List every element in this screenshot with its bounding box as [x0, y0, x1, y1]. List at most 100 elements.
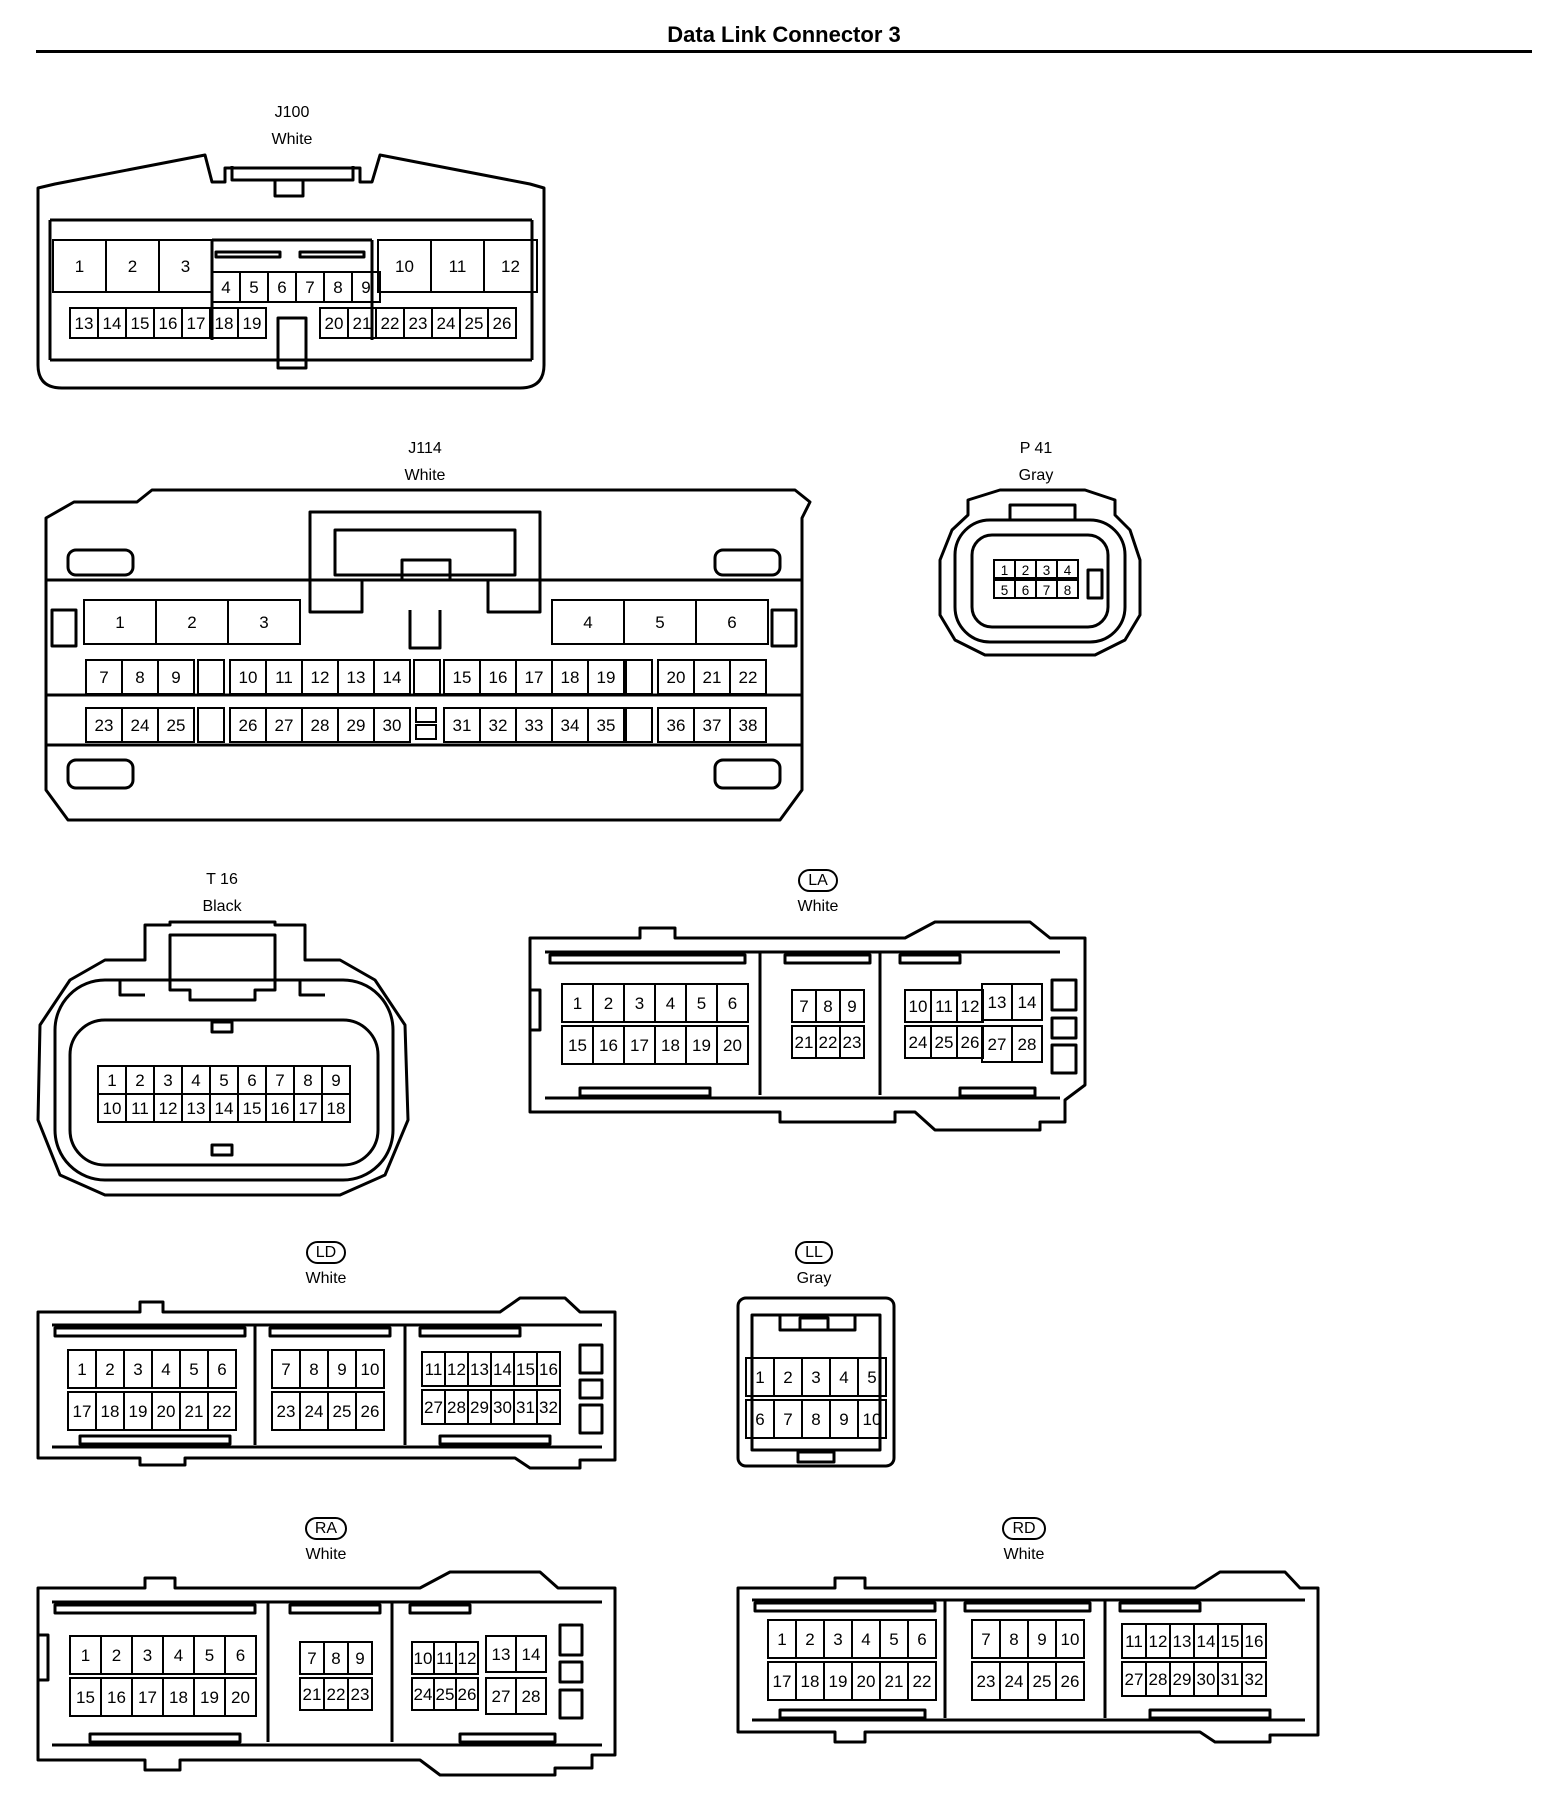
ll-pin-label: 2 [783, 1368, 792, 1387]
p41-pin-label: 2 [1022, 563, 1030, 578]
rd-pin-label: 25 [1033, 1672, 1052, 1691]
ll-pin-label: 10 [863, 1410, 882, 1429]
ra-pin-label: 14 [522, 1645, 541, 1664]
p41-cavity [1056, 559, 1079, 579]
connector-j100-color: White [271, 131, 313, 148]
ra-pin-label: 4 [174, 1646, 183, 1665]
ld-pin-label: 16 [539, 1360, 558, 1379]
rd-pin-label: 12 [1149, 1632, 1168, 1651]
ra-pin-label: 2 [112, 1646, 121, 1665]
ld-pin-label: 10 [361, 1360, 380, 1379]
j114-cavity [587, 659, 625, 695]
j114-pin-label: 31 [453, 716, 472, 735]
ld-cavity [355, 1349, 385, 1389]
t16-pin-label: 7 [275, 1071, 284, 1090]
ld-pin-label: 8 [309, 1360, 318, 1379]
ra-pin-label: 12 [458, 1649, 477, 1668]
ld-pin-label: 4 [161, 1360, 170, 1379]
t16-pin-label: 10 [103, 1099, 122, 1118]
j114-cavity [695, 599, 769, 645]
j114-pin-label: 37 [703, 716, 722, 735]
j100-pin-label: 6 [277, 278, 286, 297]
la-pin-label: 24 [909, 1033, 928, 1052]
rd-pin-label: 28 [1149, 1670, 1168, 1689]
t16-pin-label: 16 [271, 1099, 290, 1118]
ra-pin-label: 25 [436, 1685, 455, 1704]
rd-cavity [907, 1619, 937, 1659]
j100-pin-label: 19 [243, 314, 262, 333]
rd-pin-label: 26 [1061, 1672, 1080, 1691]
rd-pin-label: 3 [833, 1630, 842, 1649]
j114-cavity [625, 707, 653, 743]
rd-pin-label: 16 [1245, 1632, 1264, 1651]
p41-cavity [1056, 579, 1079, 599]
ra-pin-label: 15 [76, 1688, 95, 1707]
j114-cavity [415, 724, 437, 740]
ll-pin-label: 6 [755, 1410, 764, 1429]
la-pin-label: 25 [935, 1033, 954, 1052]
ra-pin-label: 21 [303, 1685, 322, 1704]
j100-pin-label: 20 [325, 314, 344, 333]
j100-pin-label: 8 [333, 278, 342, 297]
j114-pin-label: 6 [727, 613, 736, 632]
connector-p41-name: P 41 [1019, 440, 1053, 457]
connector-t16-color: Black [202, 898, 242, 915]
la-pin-label: 13 [988, 993, 1007, 1012]
connector-la-color: White [797, 898, 839, 915]
ra-cavity [224, 1635, 257, 1675]
t16-pin-label: 13 [187, 1099, 206, 1118]
p41-pin-label: 6 [1022, 583, 1030, 598]
ld-pin-label: 9 [337, 1360, 346, 1379]
rd-pin-label: 15 [1221, 1632, 1240, 1651]
rd-pin-label: 21 [885, 1672, 904, 1691]
j114-pin-label: 12 [311, 668, 330, 687]
rd-cavity [907, 1661, 937, 1701]
j100-pin-label: 18 [215, 314, 234, 333]
connector-j114-name: J114 [408, 440, 442, 457]
p41-pin-label: 8 [1064, 583, 1072, 598]
rd-pin-label: 24 [1005, 1672, 1024, 1691]
la-pin-label: 28 [1018, 1035, 1037, 1054]
j114-cavity [373, 659, 411, 695]
j114-cavity [197, 659, 225, 695]
ll-pin-label: 3 [811, 1368, 820, 1387]
ra-pin-label: 22 [327, 1685, 346, 1704]
j114-pin-label: 7 [99, 668, 108, 687]
j114-pin-label: 35 [597, 716, 616, 735]
j114-cavity [197, 707, 225, 743]
la-pin-label: 11 [935, 997, 953, 1016]
rd-pin-label: 30 [1197, 1670, 1216, 1689]
j114-pin-label: 29 [347, 716, 366, 735]
la-cavity [716, 983, 749, 1023]
ll-pin-label: 7 [783, 1410, 792, 1429]
rd-pin-label: 6 [917, 1630, 926, 1649]
ra-pin-label: 13 [492, 1645, 511, 1664]
j114-pin-label: 36 [667, 716, 686, 735]
t16-pin-label: 15 [243, 1099, 262, 1118]
ll-pin-label: 8 [811, 1410, 820, 1429]
ld-pin-label: 5 [189, 1360, 198, 1379]
connector-ld-name: LD [226, 1241, 426, 1264]
j114-pin-label: 32 [489, 716, 508, 735]
j114-pin-label: 19 [597, 668, 616, 687]
j100-pin-label: 4 [221, 278, 230, 297]
ld-pin-label: 23 [277, 1402, 296, 1421]
ra-cavity [455, 1677, 479, 1711]
ra-cavity [515, 1677, 547, 1715]
la-pin-label: 5 [697, 994, 706, 1013]
j100-pin-label: 13 [75, 314, 94, 333]
j114-pin-label: 26 [239, 716, 258, 735]
ld-cavity [355, 1391, 385, 1431]
connector-t16-name: T 16 [206, 871, 238, 888]
rd-pin-label: 13 [1173, 1632, 1192, 1651]
connector-la-name: LA [718, 869, 918, 892]
t16-pin-label: 8 [303, 1071, 312, 1090]
connector-rd-housing [736, 1570, 1320, 1744]
t16-pin-label: 18 [327, 1099, 346, 1118]
j100-pin-label: 7 [305, 278, 314, 297]
la-pin-label: 3 [635, 994, 644, 1013]
ra-cavity [347, 1677, 373, 1711]
j114-pin-label: 18 [561, 668, 580, 687]
ld-pin-label: 28 [447, 1398, 466, 1417]
